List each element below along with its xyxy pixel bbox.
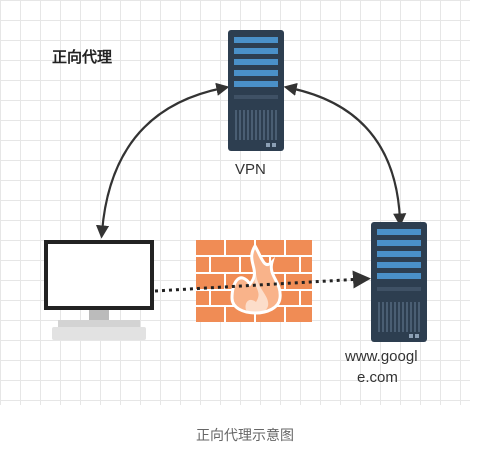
vpn-label: VPN <box>235 161 266 178</box>
arrow-vpn-google <box>283 82 407 227</box>
figure-caption: 正向代理示意图 <box>196 428 294 444</box>
google-label-line1: www.googl <box>345 348 418 365</box>
firewall-icon <box>196 240 312 322</box>
google-server-icon <box>371 222 427 342</box>
computer-icon <box>44 240 154 340</box>
arrow-vpn-computer <box>95 82 230 239</box>
vpn-server-icon <box>228 30 284 151</box>
diagram-title: 正向代理 <box>52 48 113 66</box>
google-label-line2: e.com <box>357 369 398 386</box>
